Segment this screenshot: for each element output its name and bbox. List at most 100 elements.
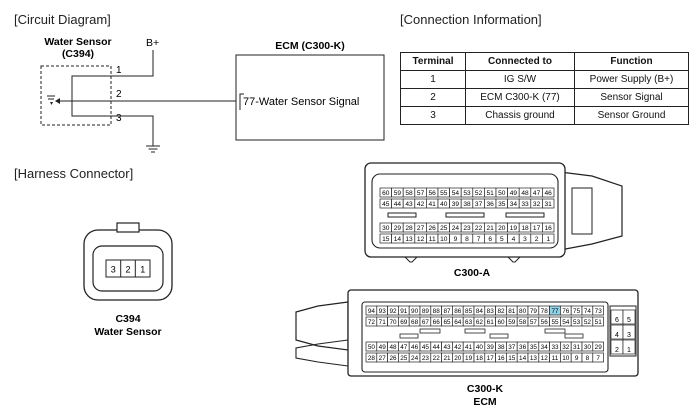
- connector-pin-label: 75: [573, 308, 581, 315]
- c300k-key-slot: [399, 333, 419, 339]
- connector-pin-label: 92: [389, 308, 397, 315]
- connector-pin-label: 63: [465, 319, 473, 326]
- connector-pin-label: 10: [440, 236, 448, 243]
- water-sensor-symbol-icon: [47, 95, 60, 105]
- c300k-key-slot: [464, 328, 486, 334]
- connector-pin-label: 32: [562, 344, 570, 351]
- connector-pin-label: 9: [575, 355, 579, 362]
- connector-pin-label: 48: [389, 344, 397, 351]
- connector-pin-label: 68: [411, 319, 419, 326]
- connector-pin-label: 4: [512, 236, 516, 243]
- connector-pin-label: 46: [411, 344, 419, 351]
- connector-pin-label: 18: [476, 355, 484, 362]
- c300a-key-slot: [445, 212, 485, 218]
- connector-pin-label: 35: [498, 201, 506, 208]
- connector-pin-label: 11: [429, 236, 436, 243]
- table-cell: Sensor Signal: [574, 88, 689, 107]
- connector-pin-label: 58: [519, 319, 527, 326]
- c300k-sublabel: ECM: [473, 396, 497, 408]
- ecm-terminal-mark: [239, 93, 244, 110]
- c394-pin: 2: [125, 265, 130, 275]
- connector-pin-label: 87: [443, 308, 451, 315]
- connector-pin-label: 51: [487, 190, 495, 197]
- circuit-diagram-heading: [Circuit Diagram]: [14, 12, 111, 27]
- connector-pin-label: 14: [394, 236, 402, 243]
- sensor-pin-1: 1: [116, 65, 122, 76]
- connector-pin-label: 70: [389, 319, 397, 326]
- sensor-title: Water Sensor: [44, 36, 111, 48]
- connector-pin-label: 81: [508, 308, 516, 315]
- sensor-internal-wire: [71, 75, 111, 117]
- connector-pin-label: 29: [595, 344, 603, 351]
- connector-pin-label: 54: [452, 190, 460, 197]
- connector-pin-label: 73: [595, 308, 603, 315]
- table-row: 1 IG S/W Power Supply (B+): [400, 70, 689, 89]
- connector-pin-label: 25: [440, 225, 448, 232]
- table-header: Terminal: [400, 52, 466, 71]
- connector-pin-label: 33: [551, 344, 559, 351]
- connector-pin-cell: [542, 233, 555, 244]
- connector-pin-label: 3: [627, 332, 631, 339]
- connector-pin-label: 50: [368, 344, 376, 351]
- c300a-plug-tab: [571, 187, 593, 235]
- connector-pin-label: 80: [519, 308, 527, 315]
- connector-pin-label: 42: [454, 344, 462, 351]
- connector-pin-label: 7: [477, 236, 481, 243]
- ecm-signal-label: 77-Water Sensor Signal: [243, 96, 359, 108]
- connector-pin-cell: [592, 316, 604, 327]
- connector-pin-label: 10: [562, 355, 570, 362]
- table-cell: IG S/W: [465, 70, 575, 89]
- table-header-row: Terminal Connected to Function: [400, 52, 689, 71]
- supply-label: B+: [146, 37, 159, 49]
- connector-pin-label: 20: [454, 355, 462, 362]
- connector-pin-cell: [542, 187, 555, 198]
- connector-pin-label: 38: [463, 201, 471, 208]
- connector-pin-label: 62: [476, 319, 484, 326]
- connector-pin-label: 65: [443, 319, 451, 326]
- connector-pin-label: 34: [541, 344, 549, 351]
- connector-pin-label: 4: [615, 332, 619, 339]
- connector-pin-label: 7: [596, 355, 600, 362]
- connector-pin-label: 45: [382, 201, 390, 208]
- connector-pin-label: 53: [463, 190, 471, 197]
- connector-pin-label: 20: [498, 225, 506, 232]
- connector-pin-label: 69: [400, 319, 408, 326]
- connector-pin-label: 44: [433, 344, 441, 351]
- connector-pin-label: 54: [562, 319, 570, 326]
- connector-pin-label: 34: [510, 201, 518, 208]
- connector-pin-label: 47: [400, 344, 408, 351]
- connector-pin-label: 56: [429, 190, 437, 197]
- connector-pin-label: 40: [440, 201, 448, 208]
- sensor-box: [40, 65, 112, 126]
- connector-pin-label: 58: [405, 190, 413, 197]
- connector-pin-label: 85: [465, 308, 473, 315]
- connector-pin-label: 2: [535, 236, 539, 243]
- connector-pin-label: 77: [551, 308, 559, 315]
- connector-pin-label: 52: [475, 190, 483, 197]
- c300k-key-slot: [419, 328, 441, 334]
- connector-pin-label: 83: [487, 308, 495, 315]
- connector-pin-label: 91: [400, 308, 408, 315]
- supply-wire: [111, 50, 154, 77]
- connector-pin-label: 22: [475, 225, 483, 232]
- connector-pin-label: 55: [440, 190, 448, 197]
- connector-pin-cell: [622, 324, 636, 340]
- connector-pin-label: 72: [368, 319, 376, 326]
- connector-pin-label: 23: [422, 355, 430, 362]
- connector-pin-label: 36: [487, 201, 495, 208]
- connector-pin-label: 43: [443, 344, 451, 351]
- c300k-plug-body: [295, 301, 349, 351]
- ecm-title: ECM (C300-K): [275, 40, 344, 52]
- connection-info-heading: [Connection Information]: [400, 12, 542, 27]
- c394-latch: [116, 222, 140, 233]
- connector-pin-label: 5: [500, 236, 504, 243]
- connector-pin-cell: [592, 352, 604, 363]
- connector-pin-cell: [592, 305, 604, 316]
- connector-pin-label: 1: [627, 347, 631, 354]
- connector-pin-label: 60: [382, 190, 390, 197]
- connector-pin-label: 93: [379, 308, 387, 315]
- table-cell: 1: [400, 70, 466, 89]
- sensor-pin-2: 2: [116, 89, 122, 100]
- connector-pin-label: 53: [573, 319, 581, 326]
- connector-pin-label: 19: [465, 355, 473, 362]
